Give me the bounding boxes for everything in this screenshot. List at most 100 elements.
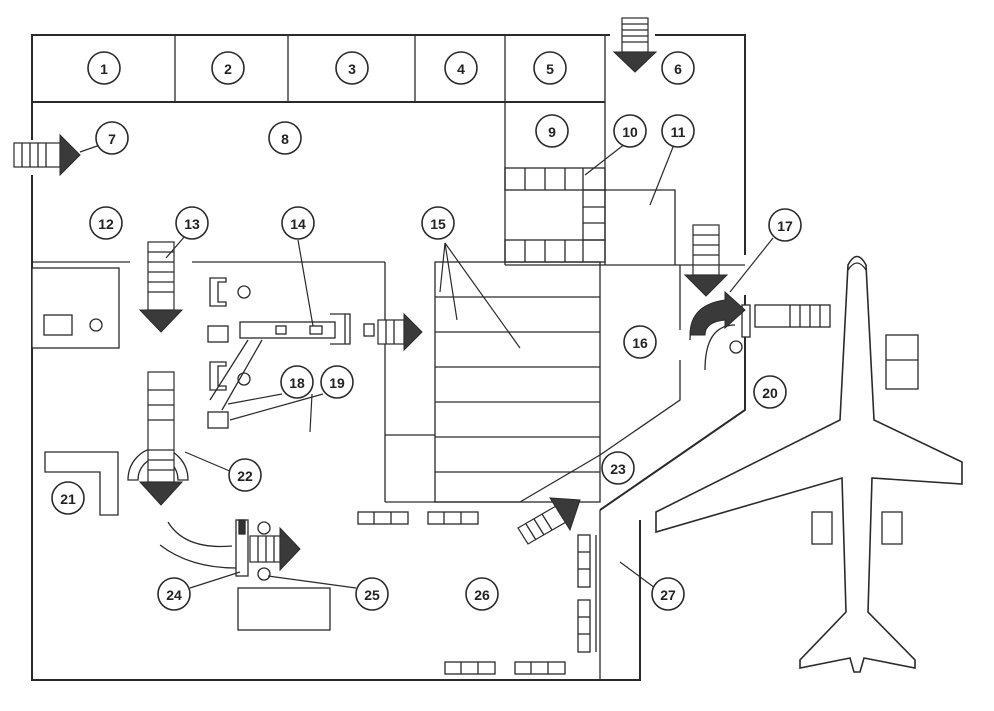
- callout-circle: [211, 51, 245, 85]
- callout-label: 6: [674, 61, 682, 77]
- arrow-14: [377, 312, 423, 352]
- arrow-22: [138, 371, 184, 506]
- callout-circle: [661, 114, 695, 148]
- flow-arrows: [13, 17, 746, 572]
- callout-label: 2: [224, 61, 232, 77]
- callout-25: 25: [355, 577, 389, 611]
- callout-circle: [51, 481, 85, 515]
- callout-label: 10: [622, 124, 638, 140]
- callout-label: 4: [457, 61, 465, 77]
- callout-circle: [421, 206, 455, 240]
- callout-circle: [355, 577, 389, 611]
- callout-11: 11: [661, 114, 695, 148]
- callout-label: 17: [777, 218, 793, 234]
- callout-label: 15: [430, 216, 446, 232]
- arrow-24: [249, 526, 301, 572]
- building-walls: [31, 34, 746, 681]
- callout-label: 25: [364, 587, 380, 603]
- callout-label: 3: [348, 61, 356, 77]
- callout-circle: [444, 51, 478, 85]
- callout-circle: [268, 121, 302, 155]
- callout-label: 7: [108, 131, 116, 147]
- callout-3: 3: [335, 51, 369, 85]
- callout-label: 22: [237, 468, 253, 484]
- callout-6: 6: [661, 51, 695, 85]
- callout-17: 17: [768, 208, 802, 242]
- callout-label: 24: [166, 587, 182, 603]
- callout-1: 1: [87, 51, 121, 85]
- callout-label: 18: [289, 375, 305, 391]
- arrow-7: [13, 133, 81, 177]
- callout-circle: [651, 577, 685, 611]
- callout-20: 20: [753, 375, 787, 409]
- callout-24: 24: [157, 577, 191, 611]
- callout-circle: [157, 577, 191, 611]
- callout-label: 21: [60, 491, 76, 507]
- callout-circle: [535, 114, 569, 148]
- callout-label: 13: [184, 216, 200, 232]
- callout-circle: [228, 458, 262, 492]
- callout-7: 7: [95, 121, 129, 155]
- callout-label: 20: [762, 385, 778, 401]
- baggage-lanes: [434, 261, 601, 503]
- callout-label: 8: [281, 131, 289, 147]
- callout-circle: [281, 206, 315, 240]
- callout-circle: [335, 51, 369, 85]
- callout-8: 8: [268, 121, 302, 155]
- callout-4: 4: [444, 51, 478, 85]
- callout-circle: [320, 365, 354, 399]
- callout-23: 23: [601, 451, 635, 485]
- callout-label: 12: [98, 216, 114, 232]
- callout-circle: [280, 365, 314, 399]
- arrow-13: [138, 241, 184, 333]
- counter-21: [44, 451, 119, 516]
- callout-circle: [89, 206, 123, 240]
- callout-12: 12: [89, 206, 123, 240]
- callout-circle: [753, 375, 787, 409]
- callout-14: 14: [281, 206, 315, 240]
- callout-label: 23: [610, 461, 626, 477]
- callout-circle: [95, 121, 129, 155]
- room-9-partitions: [504, 167, 606, 263]
- leader-lines: [79, 139, 774, 589]
- callout-circle: [661, 51, 695, 85]
- callout-label: 5: [546, 61, 554, 77]
- callout-circle: [175, 206, 209, 240]
- callout-22: 22: [228, 458, 262, 492]
- callout-5: 5: [533, 51, 567, 85]
- callout-9: 9: [535, 114, 569, 148]
- callout-16: 16: [623, 325, 657, 359]
- callout-26: 26: [465, 577, 499, 611]
- arrow-6: [612, 17, 658, 73]
- arrow-16-entry: [683, 224, 729, 297]
- callout-21: 21: [51, 481, 85, 515]
- callout-circle: [465, 577, 499, 611]
- callout-label: 26: [474, 587, 490, 603]
- callout-10: 10: [613, 114, 647, 148]
- callout-circle: [87, 51, 121, 85]
- callout-label: 16: [632, 335, 648, 351]
- checkin-counters: [207, 277, 375, 429]
- aircraft: [655, 255, 963, 673]
- callout-label: 19: [329, 375, 345, 391]
- arrow-17-curve: [689, 290, 746, 336]
- callout-label: 27: [660, 587, 676, 603]
- baggage-room-26: [237, 511, 597, 675]
- callout-15: 15: [421, 206, 455, 240]
- callout-circle: [533, 51, 567, 85]
- callout-circle: [613, 114, 647, 148]
- callout-label: 11: [671, 124, 686, 140]
- arrow-23: [517, 497, 581, 545]
- callout-label: 9: [548, 124, 556, 140]
- callout-27: 27: [651, 577, 685, 611]
- room-12-office: [31, 267, 120, 349]
- callout-19: 19: [320, 365, 354, 399]
- callout-18: 18: [280, 365, 314, 399]
- callout-label: 14: [290, 216, 306, 232]
- callout-13: 13: [175, 206, 209, 240]
- callout-2: 2: [211, 51, 245, 85]
- callout-circle: [601, 451, 635, 485]
